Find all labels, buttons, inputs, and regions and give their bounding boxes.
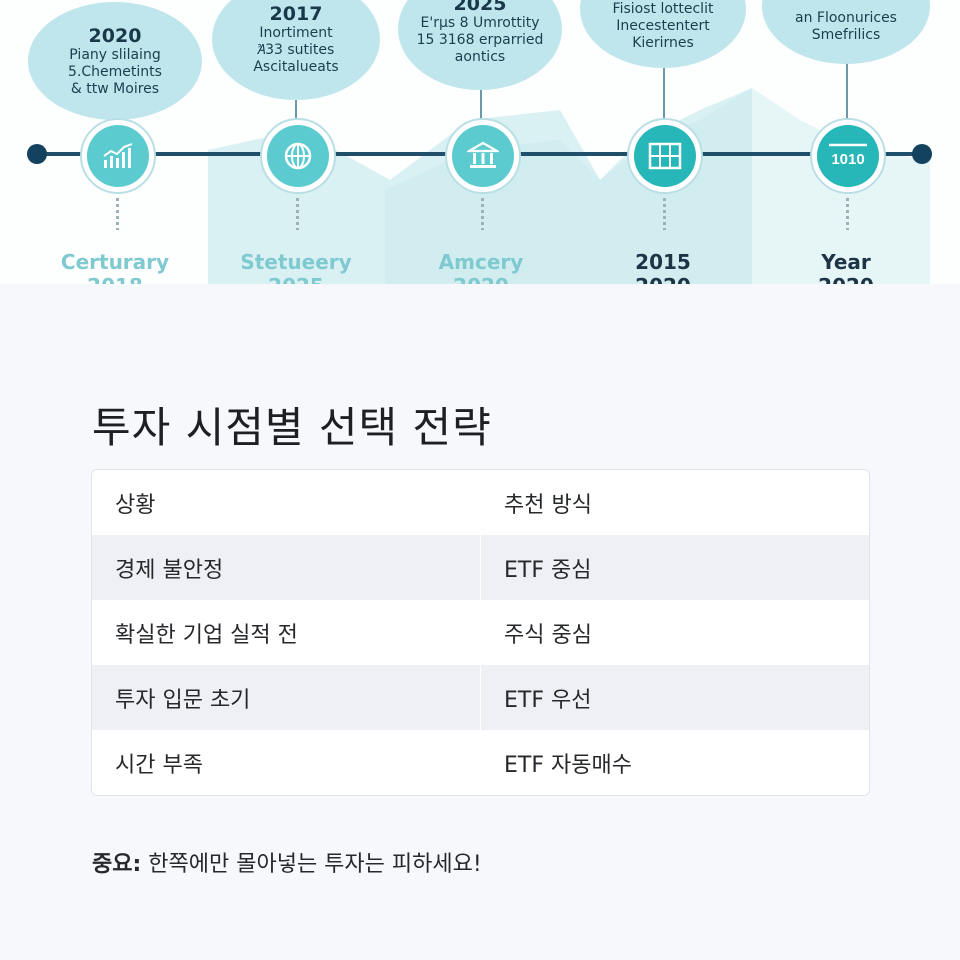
bank-icon	[452, 125, 514, 187]
label-line: Stetueery	[240, 250, 352, 274]
bubble-line: an Floonurices	[795, 10, 897, 26]
table-row: 확실한 기업 실적 전 주식 중심	[92, 600, 869, 665]
timeline-node	[260, 118, 336, 194]
label-line: 2020	[756, 274, 936, 284]
table-cell: 투자 입문 초기	[115, 687, 251, 713]
stem	[295, 100, 297, 122]
important-note: 중요: 한쪽에만 몰아넣는 투자는 피하세요!	[92, 846, 482, 878]
timeline-label: Stetueery 2025	[206, 250, 386, 284]
timeline-node: 1010	[810, 118, 886, 194]
globe-icon	[267, 125, 329, 187]
bubble-line: Ascitalueats	[253, 58, 339, 75]
label-line: Amcery	[438, 250, 524, 274]
bubble-line: aontics	[454, 48, 506, 65]
table-cell: ETF 자동매수	[480, 730, 868, 795]
table-cell: ETF 우선	[480, 665, 868, 730]
timeline-label: Certurary 2018	[25, 250, 205, 284]
dotted-connector	[296, 198, 299, 230]
dotted-connector	[481, 198, 484, 230]
bubble-line: Kierirnes	[632, 34, 694, 51]
dotted-connector	[846, 198, 849, 230]
stem	[663, 66, 665, 122]
table-row: 투자 입문 초기 ETF 우선	[92, 665, 869, 730]
table-row: 시간 부족 ETF 자동매수	[92, 730, 869, 795]
grid-icon	[634, 125, 696, 187]
page-title: 투자 시점별 선택 전략	[92, 403, 492, 452]
timeline-node	[80, 118, 156, 194]
timeline-bubble: 2020 Piany slilaing 5.Chemetints & ttw M…	[28, 2, 202, 120]
timeline-infographic: 2020 Piany slilaing 5.Chemetints & ttw M…	[0, 0, 960, 284]
label-line: 2020	[573, 274, 753, 284]
dotted-connector	[663, 198, 666, 230]
timeline-label: 2015 2020	[573, 250, 753, 284]
bubble-year: 2020	[88, 24, 142, 47]
table-cell: ETF 중심	[480, 535, 868, 600]
bubble-line: E'rµs 8 Umrottity	[420, 14, 540, 31]
label-line: 2025	[206, 274, 386, 284]
label-line: Year	[821, 250, 871, 274]
table-cell: 시간 부족	[115, 752, 203, 778]
column-header: 추천 방식	[480, 470, 868, 535]
bubble-line: 15 3168 erparried	[416, 31, 544, 48]
table-cell: 주식 중심	[480, 600, 868, 665]
timeline-bubble: 2025 E'rµs 8 Umrottity 15 3168 erparried…	[398, 0, 562, 90]
timeline-label: Amcery 2020	[391, 250, 571, 284]
table-header-row: 상황 추천 방식	[92, 470, 869, 535]
stem	[480, 88, 482, 122]
bubble-year: 2017	[269, 2, 323, 25]
dotted-connector	[116, 198, 119, 230]
timeline-bubble: 2017 Inortiment Ꞻ33 sutites Ascitalueats	[212, 0, 380, 100]
strategy-table: 상황 추천 방식 경제 불안정 ETF 중심 확실한 기업 실적 전 주식 중심…	[91, 469, 870, 796]
article-section: 투자 시점별 선택 전략 상황 추천 방식 경제 불안정 ETF 중심 확실한 …	[0, 284, 960, 960]
timeline-label: Year 2020	[756, 250, 936, 284]
bubble-line: Fisiost lotteclit	[612, 0, 714, 17]
stem	[846, 62, 848, 122]
timeline-end-dot	[912, 144, 932, 164]
bubble-line: Inortiment	[259, 24, 333, 41]
label-line: 2015	[635, 250, 691, 274]
column-header: 상황	[115, 492, 156, 518]
label-line: 2020	[391, 274, 571, 284]
timeline-start-dot	[27, 144, 47, 164]
code-icon: 1010	[817, 125, 879, 187]
table-cell: 확실한 기업 실적 전	[115, 622, 298, 648]
label-line: Certurary	[60, 250, 170, 274]
note-text: 한쪽에만 몰아넣는 투자는 피하세요!	[141, 852, 482, 877]
label-line: 2018	[25, 274, 205, 284]
code-icon-text: 1010	[831, 151, 864, 168]
table-cell: 경제 불안정	[115, 557, 224, 583]
bubble-year: 2025	[453, 0, 507, 15]
timeline-node	[445, 118, 521, 194]
bubble-line: Piany slilaing	[69, 46, 161, 63]
bubble-line: Smefrilics	[811, 27, 881, 43]
bubble-line: & ttw Moires	[70, 80, 160, 97]
bubble-line: 5.Chemetints	[68, 63, 162, 80]
note-label: 중요:	[92, 852, 142, 877]
table-row: 경제 불안정 ETF 중심	[92, 535, 869, 600]
bubble-line: Ꞻ33 sutites	[257, 41, 335, 58]
timeline-node	[627, 118, 703, 194]
chart-icon	[87, 125, 149, 187]
bubble-line: Inecestentert	[616, 17, 710, 34]
